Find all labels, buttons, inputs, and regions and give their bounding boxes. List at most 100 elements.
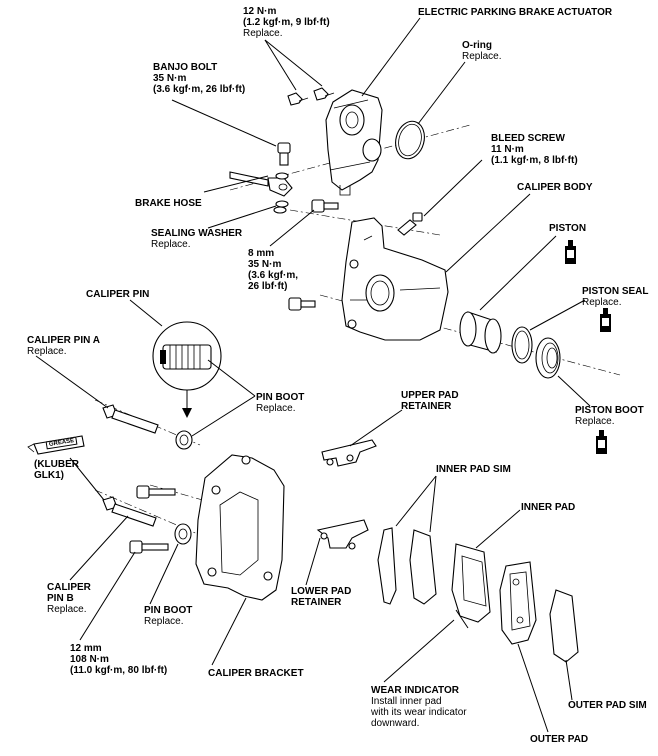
lower-pad-retainer-line1: LOWER PAD [291, 586, 352, 597]
caliper-bracket-title: CALIPER BRACKET [208, 668, 304, 679]
kluber-line2: GLK1) [34, 470, 64, 481]
caliper-bracket-label: CALIPER BRACKET [208, 668, 304, 679]
leader-lines [35, 17, 591, 733]
pin-boot-top-note: Replace. [256, 403, 296, 414]
caliper-body-title: CALIPER BODY [517, 182, 593, 193]
brake-hose-title: BRAKE HOSE [135, 198, 202, 209]
wear-indicator-note1: Install inner pad [371, 696, 442, 707]
caliper-bolt-upper [311, 199, 339, 213]
epb-bolt-torque-alt: (1.2 kgf·m, 9 lbf·ft) [243, 17, 330, 28]
bolt-12mm-label: 12 mm 108 N·m (11.0 kgf·m, 80 lbf·ft) [70, 643, 167, 676]
bolt-12mm-size: 12 mm [70, 643, 102, 654]
brake-fluid-bottle-icon [600, 308, 611, 332]
bolt-8mm-torque-alt2: 26 lbf·ft) [248, 281, 288, 292]
bolt-8mm-torque: 35 N·m [248, 259, 282, 270]
banjo-bolt-title: BANJO BOLT [153, 62, 218, 73]
upper-pad-retainer-label: UPPER PAD RETAINER [401, 390, 459, 412]
caliper-bolt-12mm-lower [129, 540, 169, 554]
o-ring-title: O-ring [462, 40, 492, 51]
banjo-bolt-label: BANJO BOLT 35 N·m (3.6 kgf·m, 26 lbf·ft) [153, 62, 245, 95]
sealing-washer-title: SEALING WASHER [151, 228, 243, 239]
bolt-8mm-torque-alt1: (3.6 kgf·m, [248, 270, 299, 281]
caliper-pin-b-line2: PIN B [47, 593, 74, 604]
pin-boot-lower [174, 523, 192, 545]
caliper-pin-b-note: Replace. [47, 604, 87, 615]
caliper-bolt-12mm-upper [136, 485, 176, 499]
inner-pad-sim-2 [409, 529, 437, 605]
piston-title: PISTON [549, 223, 587, 234]
lower-pad-retainer [316, 519, 369, 550]
o-ring-note: Replace. [462, 51, 502, 62]
sealing-washer-note: Replace. [151, 239, 191, 250]
bolt-8mm-size: 8 mm [248, 248, 275, 259]
kluber-label: (KLUBER GLK1) [34, 459, 79, 481]
pin-boot-upper [175, 430, 193, 450]
inner-pad-sim-title: INNER PAD SIM [436, 464, 511, 475]
caliper-pin-a-note: Replace. [27, 346, 67, 357]
caliper-pin-a-title: CALIPER PIN A [27, 335, 100, 346]
banjo-bolt [277, 142, 291, 166]
lower-pad-retainer-line2: RETAINER [291, 597, 342, 608]
upper-pad-retainer-line1: UPPER PAD [401, 390, 459, 401]
sealing-washer-label: SEALING WASHER Replace. [151, 228, 242, 250]
epb-actuator-label: ELECTRIC PARKING BRAKE ACTUATOR [418, 7, 612, 18]
outer-pad-title: OUTER PAD [530, 734, 589, 745]
detail-arrow [182, 390, 192, 418]
outer-pad-sim-title: OUTER PAD SIM [568, 700, 647, 711]
caliper-bracket [195, 454, 285, 601]
brake-fluid-bottle-icon [596, 430, 607, 454]
kluber-line1: (KLUBER [34, 459, 79, 470]
caliper-pin-a-label: CALIPER PIN A Replace. [27, 335, 100, 357]
o-ring-label: O-ring Replace. [462, 40, 501, 62]
outer-pad-sim-label: OUTER PAD SIM [568, 700, 647, 711]
pin-boot-bottom-title: PIN BOOT [144, 605, 193, 616]
piston-boot [535, 337, 561, 379]
caliper-pin-b-line1: CALIPER [47, 582, 91, 593]
bleed-screw [397, 212, 423, 236]
pin-boot-bottom-label: PIN BOOT Replace. [144, 605, 192, 627]
piston-seal-note: Replace. [582, 297, 622, 308]
upper-pad-retainer-line2: RETAINER [401, 401, 452, 412]
piston [459, 311, 502, 354]
piston-seal-title: PISTON SEAL [582, 286, 649, 297]
o-ring [395, 120, 425, 160]
inner-pad-sim-label: INNER PAD SIM [436, 464, 511, 475]
epb-bolt-note: Replace. [243, 28, 283, 39]
outer-pad-sim [549, 589, 579, 663]
upper-pad-retainer [321, 439, 377, 467]
bleed-screw-label: BLEED SCREW 11 N·m (1.1 kgf·m, 8 lbf·ft) [491, 133, 578, 166]
electric-parking-brake-actuator [325, 89, 383, 196]
caliper-pin-b [102, 496, 157, 527]
wear-indicator-title: WEAR INDICATOR [371, 685, 459, 696]
inner-pad-sim-1 [377, 527, 397, 605]
inner-pad [451, 543, 491, 629]
piston-label: PISTON [549, 223, 586, 234]
inner-pad-label: INNER PAD [521, 502, 575, 513]
caliper-pin-title: CALIPER PIN [86, 289, 150, 300]
bleed-screw-torque: 11 N·m [491, 144, 524, 155]
epb-actuator-title: ELECTRIC PARKING BRAKE ACTUATOR [418, 7, 613, 18]
bolt-12mm-torque: 108 N·m [70, 654, 109, 665]
piston-seal [511, 326, 533, 364]
caliper-pin-b-label: CALIPER PIN B Replace. [47, 582, 91, 615]
pin-boot-top-label: PIN BOOT Replace. [256, 392, 304, 414]
caliper-body-label: CALIPER BODY [517, 182, 593, 193]
caliper-pin-a [102, 404, 159, 434]
pin-boot-top-title: PIN BOOT [256, 392, 305, 403]
inner-pad-title: INNER PAD [521, 502, 576, 513]
outer-pad-label: OUTER PAD [530, 734, 588, 745]
piston-boot-label: PISTON BOOT Replace. [575, 405, 644, 427]
piston-boot-title: PISTON BOOT [575, 405, 644, 416]
epb-bolts [287, 87, 335, 106]
banjo-bolt-torque: 35 N·m [153, 73, 187, 84]
brake-hose-label: BRAKE HOSE [135, 198, 202, 209]
wear-indicator-note3: downward. [371, 718, 420, 729]
bleed-screw-title: BLEED SCREW [491, 133, 565, 144]
sealing-washers [273, 172, 289, 214]
bleed-screw-torque-alt: (1.1 kgf·m, 8 lbf·ft) [491, 155, 578, 166]
bolt-12mm-torque-alt: (11.0 kgf·m, 80 lbf·ft) [70, 665, 168, 676]
brake-fluid-bottle-icon [565, 240, 576, 264]
wear-indicator-note2: with its wear indicator [371, 707, 467, 718]
epb-bolt-label: 12 N·m (1.2 kgf·m, 9 lbf·ft) Replace. [243, 6, 330, 39]
